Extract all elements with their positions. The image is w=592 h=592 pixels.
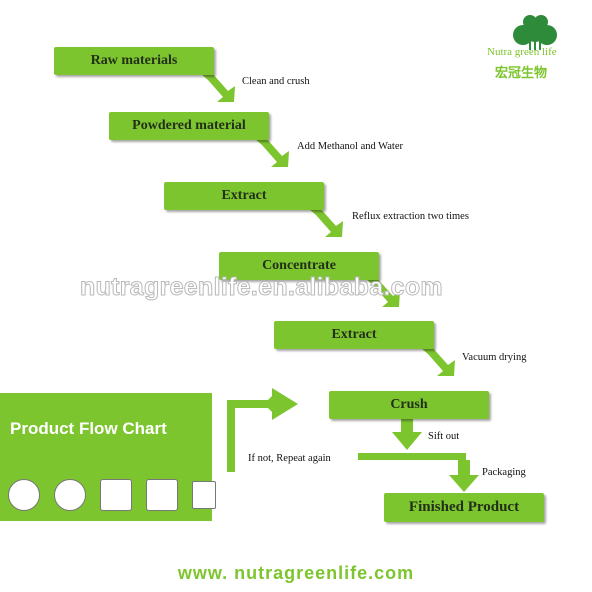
sgs-iso-badge-icon (146, 479, 178, 511)
tree-logo-icon (513, 15, 557, 50)
label-vacuum-drying: Vacuum drying (462, 352, 527, 363)
repeat-arrowhead (264, 388, 298, 420)
arrow-3 (308, 208, 343, 237)
step-finished-product: Finished Product (384, 493, 544, 522)
iso9001-badge-icon (54, 479, 86, 511)
kosher-badge-icon (100, 479, 132, 511)
step-crush: Crush (329, 391, 489, 419)
ukas-badge-icon (192, 481, 216, 509)
label-reflux: Reflux extraction two times (352, 211, 469, 222)
panel-title: Product Flow Chart (10, 419, 167, 438)
repeat-vertical (227, 400, 235, 472)
arrow-2 (254, 138, 289, 167)
certification-badges (8, 479, 216, 511)
step-extract-1: Extract (164, 182, 324, 210)
label-packaging: Packaging (482, 467, 526, 478)
arrow-7 (449, 460, 479, 492)
arrow-6 (392, 417, 422, 450)
footer-website: www. nutragreenlife.com (177, 563, 415, 583)
repeat-line (358, 453, 466, 460)
label-add-methanol: Add Methanol and Water (297, 141, 403, 152)
watermark-text: nutragreenlife.en.alibaba.com (80, 273, 444, 302)
logo-name-en: Nutra green life (487, 46, 557, 58)
arrow-1 (200, 73, 235, 102)
label-clean-crush: Clean and crush (242, 76, 310, 87)
step-concentrate: Concentrate (219, 252, 379, 280)
label-sift-out: Sift out (428, 431, 460, 442)
repeat-horizontal (227, 400, 277, 408)
step-powdered-material: Powdered material (109, 112, 269, 140)
step-extract-2: Extract (274, 321, 434, 349)
halal-badge-icon (8, 479, 40, 511)
step-raw-materials: Raw materials (54, 47, 214, 75)
arrow-4 (365, 278, 400, 307)
flow-chart-panel: Product Flow Chart (0, 393, 216, 521)
label-repeat: If not, Repeat again (248, 453, 331, 464)
arrow-5 (420, 347, 455, 376)
logo-name-cn: 宏冠生物 (495, 65, 548, 80)
